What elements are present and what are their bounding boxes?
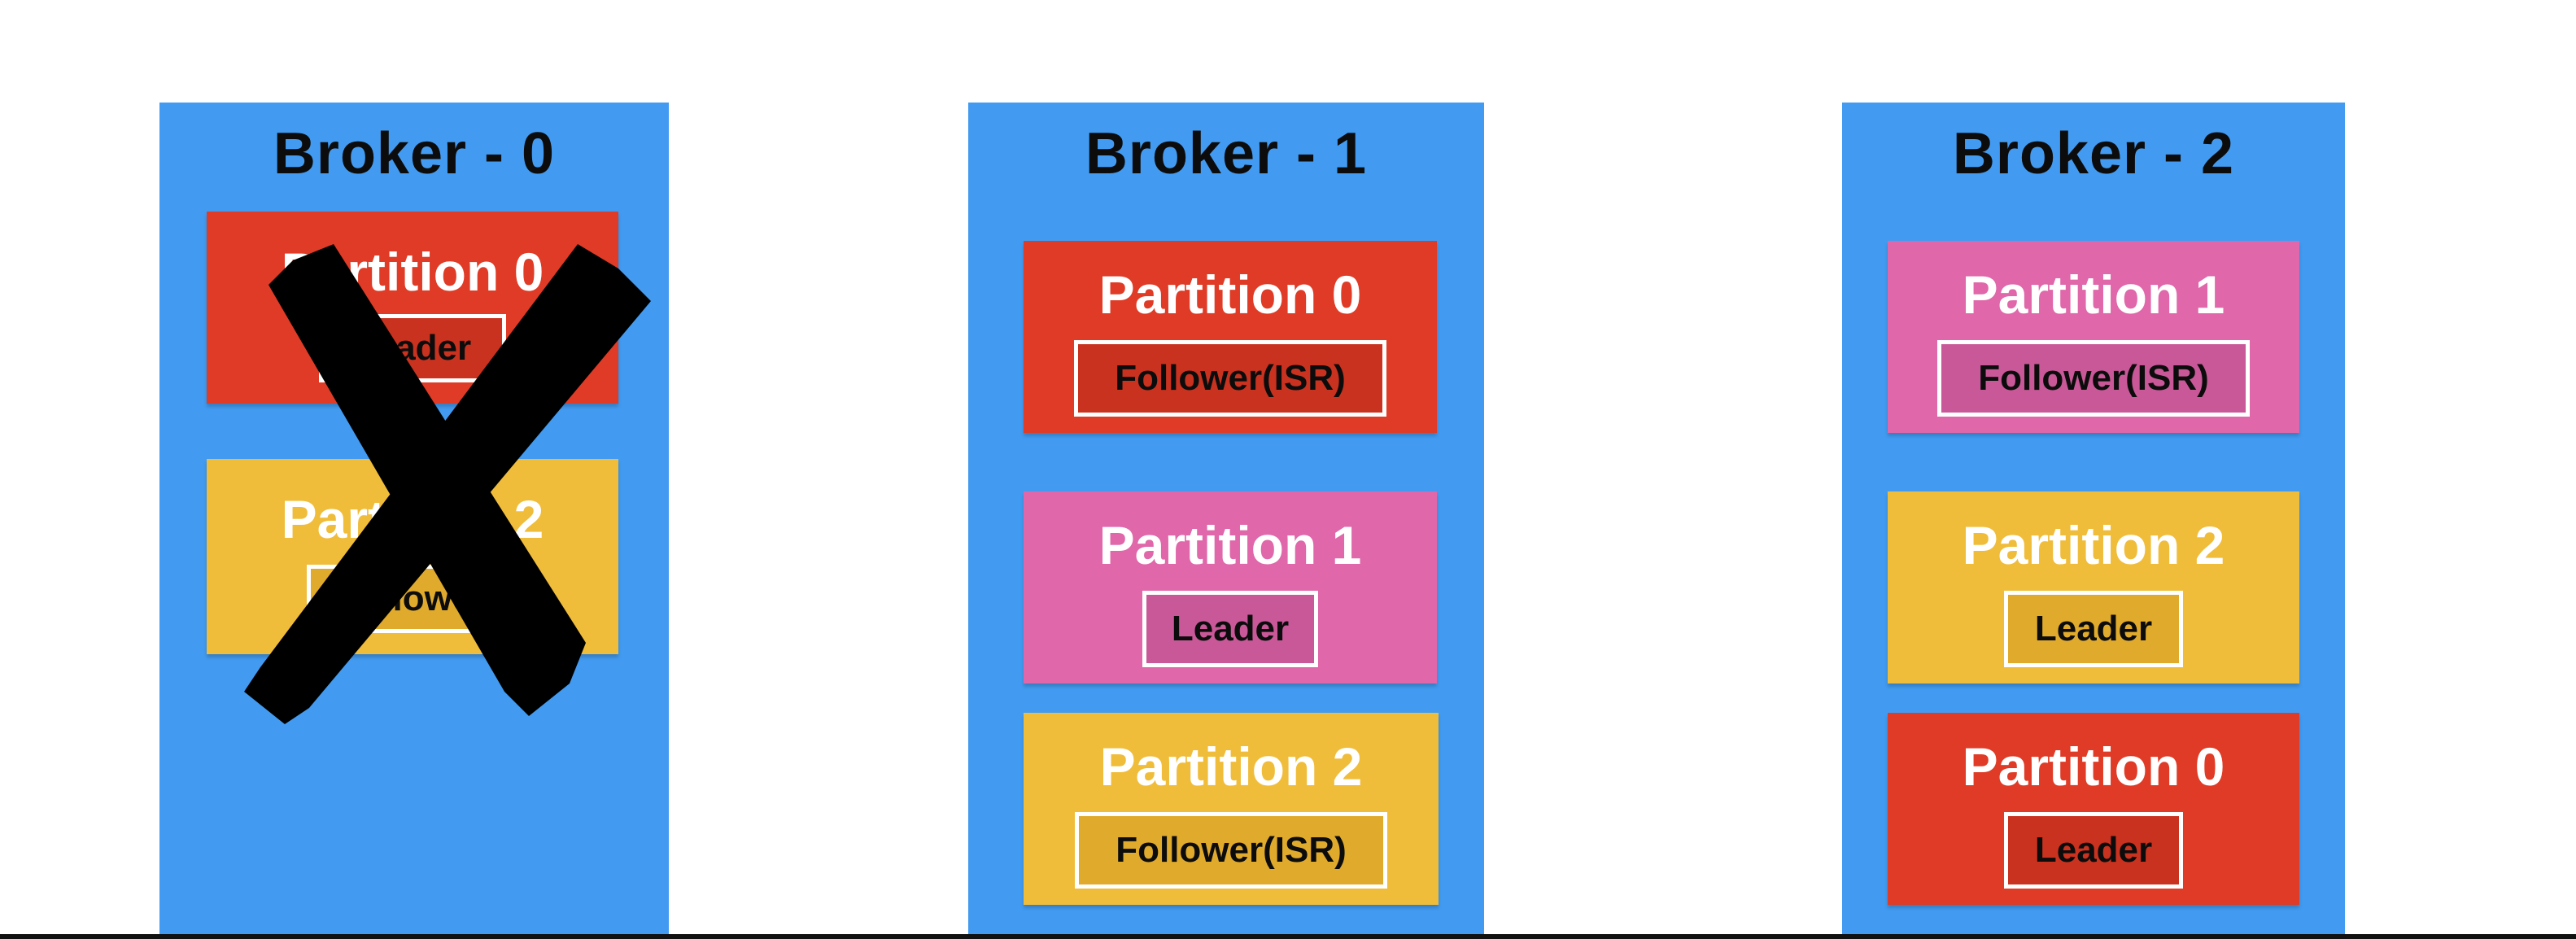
partition-box: Partition 1 Follower(ISR) <box>1888 241 2299 433</box>
partition-label: Partition 2 <box>1099 736 1363 797</box>
bottom-rule <box>0 934 2576 939</box>
partition-label: Partition 2 <box>1962 515 2225 575</box>
role-badge: Leader <box>319 314 506 382</box>
broker-title: Broker - 1 <box>1085 121 1368 186</box>
watermark: Ude <box>2515 896 2568 927</box>
partition-box: Partition 2 Follower <box>207 459 618 654</box>
partition-box: Partition 2 Follower(ISR) <box>1024 713 1439 905</box>
partition-label: Partition 0 <box>1962 736 2225 797</box>
partition-box: Partition 0 Leader <box>1888 713 2299 905</box>
broker-title: Broker - 0 <box>273 121 556 186</box>
broker-2: Broker - 2 Partition 1 Follower(ISR) Par… <box>1842 103 2345 939</box>
role-badge: Leader <box>2004 812 2183 889</box>
role-badge: Follower(ISR) <box>1075 812 1387 889</box>
partition-label: Partition 1 <box>1098 515 1362 575</box>
role-badge: Follower <box>307 565 518 633</box>
role-badge: Follower(ISR) <box>1937 340 2250 417</box>
broker-1: Broker - 1 Partition 0 Follower(ISR) Par… <box>968 103 1484 939</box>
partition-box: Partition 1 Leader <box>1024 491 1437 684</box>
role-badge: Leader <box>2004 591 2183 667</box>
broker-title: Broker - 2 <box>1952 121 2235 186</box>
partition-box: Partition 0 Leader <box>207 212 618 404</box>
partition-label: Partition 0 <box>1098 264 1362 325</box>
role-badge: Follower(ISR) <box>1074 340 1386 417</box>
partition-box: Partition 2 Leader <box>1888 491 2299 684</box>
broker-0: Broker - 0 Partition 0 Leader Partition … <box>159 103 669 939</box>
role-badge: Leader <box>1142 591 1318 667</box>
partition-box: Partition 0 Follower(ISR) <box>1024 241 1437 433</box>
partition-label: Partition 1 <box>1962 264 2225 325</box>
partition-label: Partition 2 <box>281 489 544 549</box>
partition-label: Partition 0 <box>281 242 544 302</box>
